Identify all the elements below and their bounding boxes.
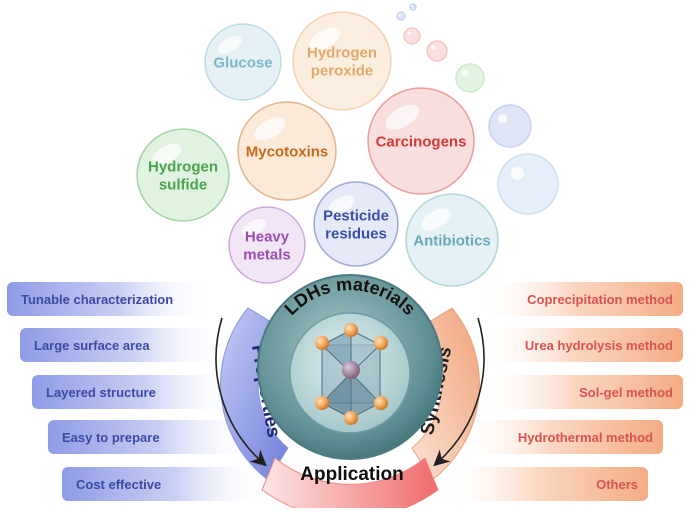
property-item: Easy to prepare [48, 420, 253, 454]
bubble-glucose: Glucose [204, 23, 282, 101]
property-item: Cost effective [62, 467, 267, 501]
property-item: Large surface area [20, 328, 225, 362]
bubble-mycotoxins: Mycotoxins [237, 101, 337, 201]
bubble-label: Glucose [213, 54, 272, 71]
bubble-label: Antibiotics [413, 232, 491, 249]
decor-bubble [396, 11, 406, 21]
bubble-label: Mycotoxins [246, 143, 329, 160]
bubble-label: Heavy [245, 228, 290, 245]
oxygen-atom [315, 396, 329, 410]
property-label: Layered structure [46, 385, 156, 400]
right-arrow [433, 317, 485, 467]
decor-bubble [455, 63, 485, 93]
property-item: Tunable characterization [7, 282, 212, 316]
bubble-label: Pesticide [323, 207, 389, 224]
left-arrow [215, 317, 267, 467]
property-label: Cost effective [76, 477, 161, 492]
bubble-label: Hydrogen [307, 44, 377, 61]
synthesis-item: Hydrothermal method [458, 420, 663, 454]
oxygen-atom [374, 336, 388, 350]
decorative-bubbles [396, 3, 559, 215]
synthesis-label: Hydrothermal method [518, 430, 653, 445]
property-item: Layered structure [32, 375, 237, 409]
bubble-antibiotics: Antibiotics [405, 193, 499, 287]
decor-bubble [403, 27, 421, 45]
property-label: Tunable characterization [21, 292, 173, 307]
bubble-label: Carcinogens [376, 133, 467, 150]
bubble-label: Hydrogen [148, 158, 218, 175]
bubble-label: sulfide [159, 176, 207, 193]
synthesis-item: Urea hydrolysis method [478, 328, 683, 362]
synthesis-label: Sol-gel method [579, 385, 673, 400]
bubble-label: residues [325, 225, 387, 242]
metal-atom [342, 361, 360, 379]
oxygen-atom [315, 336, 329, 350]
decor-bubble [497, 153, 559, 215]
synthesis-item: Others [443, 467, 648, 501]
property-label: Easy to prepare [62, 430, 160, 445]
synthesis-item: Sol-gel method [478, 375, 683, 409]
synthesis-item: Coprecipitation method [478, 282, 683, 316]
synthesis-label: Others [596, 477, 638, 492]
bubble-carcinogens: Carcinogens [367, 87, 475, 195]
application-arc: Application [261, 457, 439, 513]
octahedron-icon [315, 323, 388, 425]
oxygen-atom [374, 396, 388, 410]
application-arc-label: Application [300, 464, 403, 485]
oxygen-atom [344, 411, 358, 425]
property-label: Large surface area [34, 338, 150, 353]
decor-bubble [426, 40, 448, 62]
analyte-bubbles: GlucoseHydrogenperoxideCarcinogensMycoto… [136, 11, 499, 287]
bubble-label: metals [243, 246, 291, 263]
decor-bubble [488, 104, 532, 148]
synthesis-label: Urea hydrolysis method [525, 338, 673, 353]
synthesis-label: Coprecipitation method [527, 292, 673, 307]
ldh-center: LDHs materials [257, 274, 443, 460]
bubble-label: peroxide [311, 62, 374, 79]
oxygen-atom [344, 323, 358, 337]
decor-bubble [409, 3, 417, 11]
